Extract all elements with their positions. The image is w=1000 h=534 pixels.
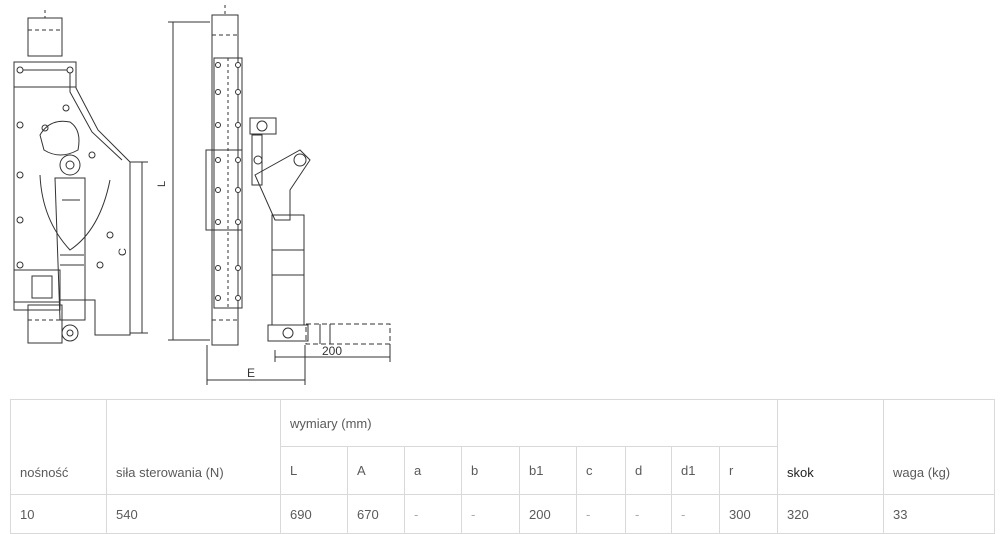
header-dim-d: d [625,446,672,495]
side-view: L [156,5,391,385]
cell-dim-A: 670 [347,494,405,534]
header-dim-L: L [280,446,348,495]
cell-dim-r: 300 [718,494,779,534]
cell-dim-a: - [404,494,462,534]
cell-dim-b1: 200 [519,494,577,534]
specification-table: nośność siła sterowania (N) wymiary (mm)… [10,399,996,534]
cell-dim-L: 690 [280,494,348,534]
dimension-label-e: E [247,366,255,380]
cell-weight: 33 [883,494,996,534]
header-dim-A: A [347,446,405,495]
header-dim-c: c [576,446,626,495]
rack-jack-technical-drawing: C L [13,5,391,385]
header-weight: waga (kg) [883,399,996,495]
header-dimensions-group: wymiary (mm) [279,399,779,447]
header-dim-r: r [718,446,779,495]
cell-dim-d: - [625,494,672,534]
dimension-label-200: 200 [322,344,342,358]
cell-dim-b: - [461,494,520,534]
header-operating-force: siła sterowania (N) [106,399,281,495]
cell-dim-d1: - [671,494,720,534]
table-row: 10 540 690 670 - - 200 - - - 300 320 33 [10,494,996,534]
front-view: C [13,10,148,344]
table-header-row: nośność siła sterowania (N) wymiary (mm)… [10,399,996,495]
cell-operating-force: 540 [106,494,281,534]
header-dim-d1: d1 [671,446,720,495]
table-subheader-row: L A a b b1 c d d1 r [11,446,995,495]
header-dim-b: b [461,446,520,495]
dimension-label-l: L [156,181,168,187]
header-dim-b1: b1 [519,446,577,495]
cell-dim-c: - [576,494,626,534]
header-capacity: nośność [10,399,107,495]
header-stroke: skok [777,399,885,495]
dimension-label-c: C [117,248,129,256]
cell-stroke: 320 [777,494,885,534]
header-dim-a: a [404,446,462,495]
cell-capacity: 10 [10,494,107,534]
